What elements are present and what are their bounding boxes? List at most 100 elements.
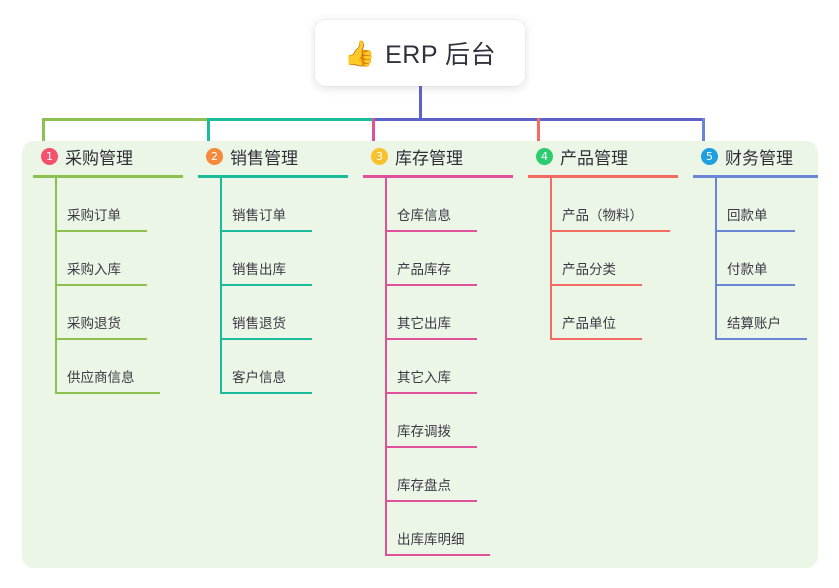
branch-item[interactable]: 销售出库 xyxy=(220,232,348,286)
branch-title: 产品管理 xyxy=(560,148,628,168)
branch-item[interactable]: 采购订单 xyxy=(55,178,183,232)
branch-column-4: 4 产品管理产品（物料） 产品分类产品单位 xyxy=(528,141,678,340)
branch-item-underline xyxy=(550,230,670,232)
branch-spine-line xyxy=(55,178,57,394)
branch-column-2: 2 销售管理销售订单销售出库销售退货客户信息 xyxy=(198,141,348,394)
branch-item[interactable]: 出库库明细 xyxy=(385,502,513,556)
branch-item-label: 其它出库 xyxy=(397,316,451,331)
branch-item-label: 仓库信息 xyxy=(397,208,451,223)
branch-underline xyxy=(33,175,183,178)
branch-item[interactable]: 销售退货 xyxy=(220,286,348,340)
branch-item-underline xyxy=(385,284,477,286)
branch-item-list: 仓库信息产品库存其它出库其它入库库存调拨库存盘点出库库明细 xyxy=(363,178,513,556)
branch-item-underline xyxy=(55,392,160,394)
branch-title: 采购管理 xyxy=(65,148,133,168)
branch-underline xyxy=(363,175,513,178)
branch-item[interactable]: 仓库信息 xyxy=(385,178,513,232)
branch-item[interactable]: 销售订单 xyxy=(220,178,348,232)
drop-line-1 xyxy=(42,118,45,150)
branch-header-2[interactable]: 2 销售管理 xyxy=(198,141,348,171)
branch-item[interactable]: 付款单 xyxy=(715,232,818,286)
branch-item-underline xyxy=(385,392,477,394)
branch-number-badge: 2 xyxy=(206,147,223,165)
branch-item-underline xyxy=(220,392,312,394)
branch-item-label: 结算账户 xyxy=(727,316,781,331)
branch-item-list: 采购订单采购入库采购退货供应商信息 xyxy=(33,178,183,394)
branch-item-label: 采购入库 xyxy=(67,262,121,277)
bus-segment-1 xyxy=(42,118,210,121)
branch-item-underline xyxy=(550,338,642,340)
branch-header-4[interactable]: 4 产品管理 xyxy=(528,141,678,171)
branch-spine-line xyxy=(715,178,717,340)
branch-item[interactable]: 采购退货 xyxy=(55,286,183,340)
branch-item-label: 产品（物料） xyxy=(562,208,643,223)
branch-item-list: 产品（物料） 产品分类产品单位 xyxy=(528,178,678,340)
branch-item-label: 产品库存 xyxy=(397,262,451,277)
branch-item-label: 产品分类 xyxy=(562,262,616,277)
bus-segment-3 xyxy=(372,118,540,121)
branch-item[interactable]: 库存调拨 xyxy=(385,394,513,448)
branch-item-underline xyxy=(220,338,312,340)
branch-item-list: 回款单付款单结算账户 xyxy=(693,178,818,340)
branch-number-badge: 5 xyxy=(701,147,718,165)
branch-item-label: 库存盘点 xyxy=(397,478,451,493)
branch-item-label: 供应商信息 xyxy=(67,370,135,385)
bus-segment-4 xyxy=(537,118,705,121)
branch-item-underline xyxy=(220,230,312,232)
drop-line-4 xyxy=(537,118,540,150)
drop-line-5 xyxy=(702,118,705,150)
branch-item-underline xyxy=(385,338,477,340)
branches-panel xyxy=(22,141,818,568)
branch-item-label: 销售订单 xyxy=(232,208,286,223)
branch-item[interactable]: 产品（物料） xyxy=(550,178,678,232)
thumbs-up-icon: 👍 xyxy=(343,38,376,68)
branch-item[interactable]: 供应商信息 xyxy=(55,340,183,394)
branch-item-list: 销售订单销售出库销售退货客户信息 xyxy=(198,178,348,394)
drop-line-3 xyxy=(372,118,375,150)
branch-item-underline xyxy=(55,284,147,286)
branch-item-label: 其它入库 xyxy=(397,370,451,385)
branch-item[interactable]: 产品库存 xyxy=(385,232,513,286)
root-node-title: ERP 后台 xyxy=(385,41,497,69)
branch-item-underline xyxy=(385,500,477,502)
branch-spine-line xyxy=(385,178,387,556)
branch-underline xyxy=(198,175,348,178)
branch-item-label: 回款单 xyxy=(727,208,768,223)
branch-item[interactable]: 采购入库 xyxy=(55,232,183,286)
branch-item-label: 客户信息 xyxy=(232,370,286,385)
branch-item[interactable]: 其它出库 xyxy=(385,286,513,340)
branch-header-5[interactable]: 5 财务管理 xyxy=(693,141,818,171)
branch-column-5: 5 财务管理回款单付款单结算账户 xyxy=(693,141,818,340)
branch-item-underline xyxy=(385,230,477,232)
branch-number-badge: 4 xyxy=(536,147,553,165)
branch-item-underline xyxy=(220,284,312,286)
branch-item[interactable]: 结算账户 xyxy=(715,286,818,340)
branch-item[interactable]: 回款单 xyxy=(715,178,818,232)
branch-item-label: 库存调拨 xyxy=(397,424,451,439)
branch-item[interactable]: 产品分类 xyxy=(550,232,678,286)
branch-item[interactable]: 产品单位 xyxy=(550,286,678,340)
branch-item[interactable]: 库存盘点 xyxy=(385,448,513,502)
branch-item-label: 销售退货 xyxy=(232,316,286,331)
branch-underline xyxy=(693,175,818,178)
branch-item-label: 销售出库 xyxy=(232,262,286,277)
branch-number-badge: 3 xyxy=(371,147,388,165)
branch-item-underline xyxy=(385,446,477,448)
branch-spine-line xyxy=(550,178,552,340)
branch-underline xyxy=(528,175,678,178)
root-stem-line xyxy=(419,86,422,120)
bus-segment-2 xyxy=(207,118,375,121)
branch-item[interactable]: 客户信息 xyxy=(220,340,348,394)
branch-title: 财务管理 xyxy=(725,148,793,168)
branch-item-label: 产品单位 xyxy=(562,316,616,331)
root-node[interactable]: 👍 ERP 后台 xyxy=(315,20,525,86)
branch-item-underline xyxy=(385,554,490,556)
branch-item-label: 采购退货 xyxy=(67,316,121,331)
drop-line-2 xyxy=(207,118,210,150)
branch-item-underline xyxy=(55,338,147,340)
branch-item[interactable]: 其它入库 xyxy=(385,340,513,394)
branch-title: 销售管理 xyxy=(230,148,298,168)
